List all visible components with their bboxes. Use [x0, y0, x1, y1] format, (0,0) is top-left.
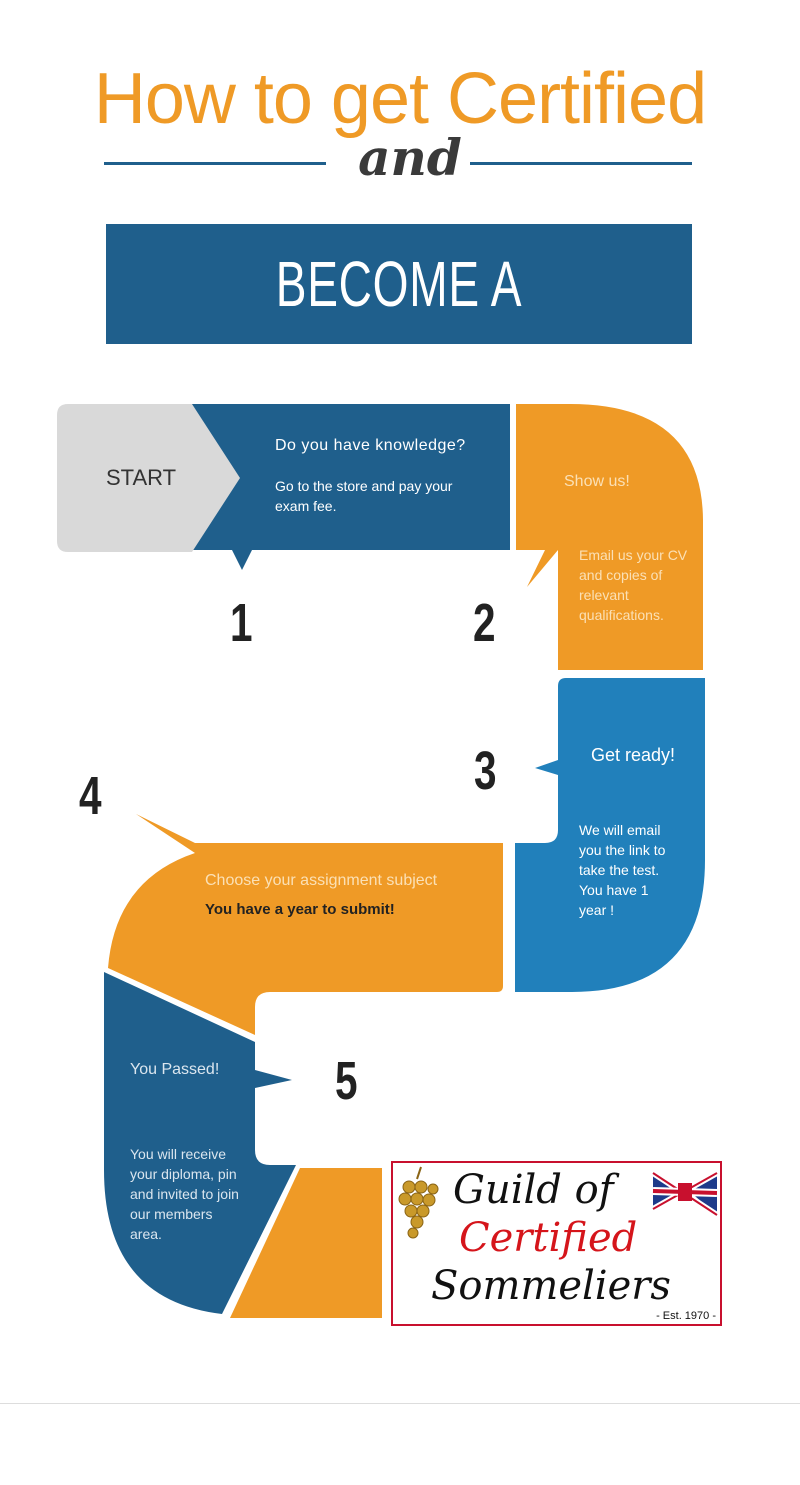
step3-panel — [515, 678, 705, 992]
step2-number: 2 — [473, 593, 496, 653]
page-title: How to get Certified — [93, 59, 707, 139]
step4-body: You have a year to submit! — [205, 901, 395, 918]
logo-line-sommeliers: Sommeliers — [431, 1263, 671, 1309]
start-chevron — [57, 404, 240, 552]
step3-number: 3 — [474, 741, 497, 801]
logo-established: - Est. 1970 - — [656, 1310, 716, 1322]
step4-heading: Choose your assignment subject — [205, 872, 438, 889]
grapes-icon — [398, 1166, 439, 1239]
step3-heading: Get ready! — [591, 745, 676, 765]
step4-number: 4 — [79, 766, 102, 826]
tail-panel — [230, 1168, 382, 1318]
title-divider-right — [470, 162, 692, 165]
title-connector: and — [358, 128, 462, 187]
title-divider-left — [104, 162, 326, 165]
logo-line-certified: Certified — [459, 1215, 638, 1261]
step5-heading: You Passed! — [130, 1061, 220, 1078]
start-label: START — [106, 465, 177, 490]
step4-panel — [108, 814, 503, 1035]
step1-number: 1 — [230, 593, 253, 653]
step5-number: 5 — [335, 1051, 358, 1111]
step2-body: Email us your CV and copies of relevant … — [579, 547, 688, 623]
guild-logo: Guild of Certified Sommeliers - Est. 197… — [391, 1161, 722, 1326]
step1-panel — [190, 404, 510, 570]
step5-body: You will receive your diploma, pin and i… — [130, 1146, 239, 1242]
union-jack-bow-icon — [651, 1170, 719, 1218]
step1-body: Go to the store and pay your exam fee. — [275, 478, 453, 514]
step2-heading: Show us! — [564, 473, 630, 490]
step2-panel — [516, 404, 703, 670]
step1-heading: Do you have knowledge? — [275, 437, 466, 454]
bottom-divider — [0, 1403, 800, 1404]
step3-body: We will email you the link to take the t… — [579, 822, 666, 918]
logo-line-guild-of: Guild of — [453, 1167, 614, 1213]
step5-panel — [104, 972, 296, 1314]
